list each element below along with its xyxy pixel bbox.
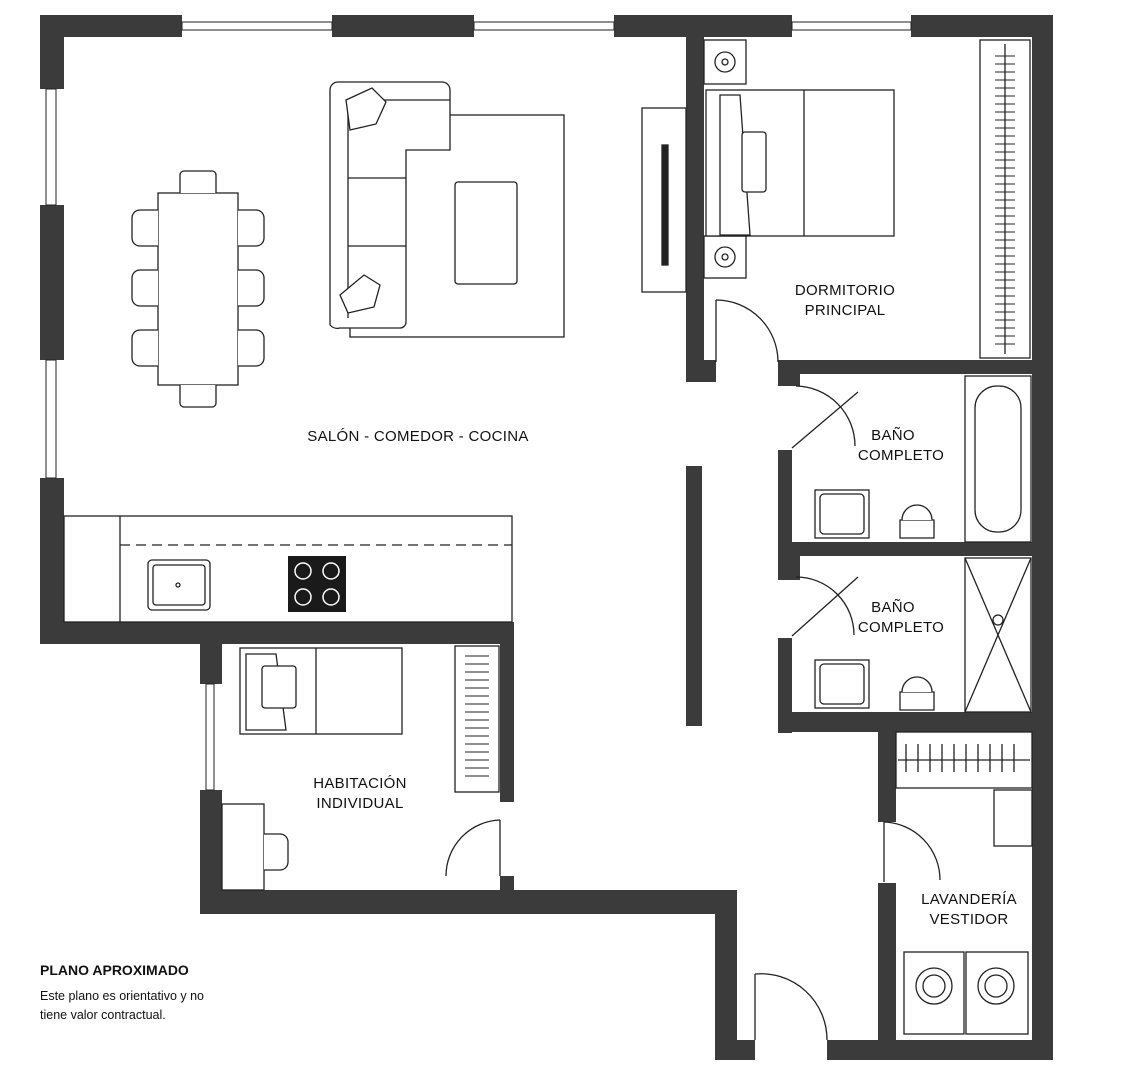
windows [45,21,912,791]
wardrobe-hangers-single [465,655,489,777]
cooktop [288,556,346,612]
doors [445,299,941,1041]
label-dormitorio-1: DORMITORIO [795,282,895,299]
walls [40,15,1053,1060]
bath-fixtures [814,375,1032,713]
label-bano1-2: COMPLETO [858,447,944,464]
wardrobe-hangers-master [995,55,1015,345]
label-bano2-1: BAÑO [871,599,915,616]
master-bedroom-furniture [703,39,1031,359]
label-lavanderia-2: VESTIDOR [929,911,1008,928]
label-bano1-1: BAÑO [871,427,915,444]
disclaimer-text: Este plano es orientativo y no tiene val… [40,989,204,1022]
disclaimer-title: PLANO APROXIMADO [40,962,189,978]
dining-set [131,170,265,408]
label-lavanderia-1: LAVANDERÍA [921,891,1017,908]
living-area [329,81,687,338]
label-salon: SALÓN - COMEDOR - COCINA [307,428,528,445]
plan-disclaimer: PLANO APROXIMADO Este plano es orientati… [40,962,230,1025]
laundry-fixtures [895,731,1033,1035]
single-room-furniture [221,645,500,891]
label-bano2-2: COMPLETO [858,619,944,636]
label-habitacion-2: INDIVIDUAL [316,795,403,812]
label-dormitorio-2: PRINCIPAL [805,302,886,319]
label-habitacion-1: HABITACIÓN [313,775,407,792]
